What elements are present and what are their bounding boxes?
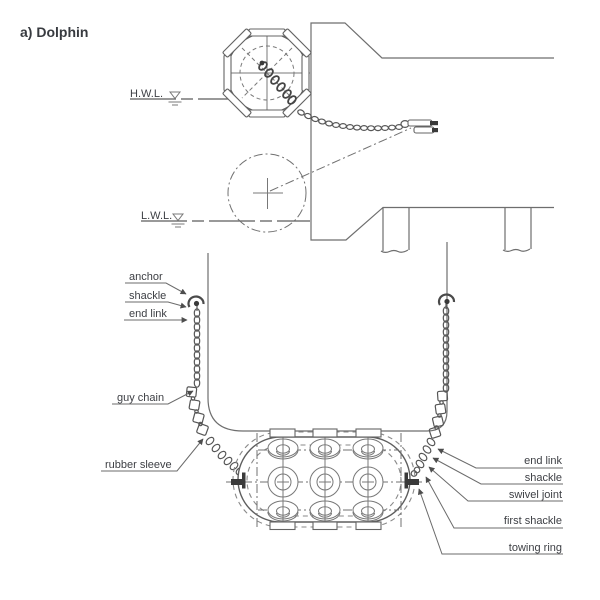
lwl-label: L.W.L.	[141, 210, 172, 222]
callout-first-shackle	[425, 476, 563, 529]
rubber-sleeve-label: rubber sleeve	[105, 459, 172, 471]
callout-shackle-left	[125, 301, 187, 309]
callout-swivel-joint	[428, 466, 563, 502]
wall-anchor-fitting	[400, 119, 438, 134]
fender-low-water-position	[227, 127, 412, 233]
callout-rubber-sleeve	[101, 438, 204, 472]
guy-chain-label: guy chain	[117, 392, 164, 404]
right-guy-chain	[410, 306, 450, 477]
left-anchor	[187, 295, 205, 311]
right-towing-ring-fitting	[404, 472, 419, 489]
internal-chain	[258, 60, 297, 105]
left-towing-ring-fitting	[231, 472, 246, 489]
anchor-label: anchor	[129, 271, 163, 283]
low-water-line	[141, 213, 310, 228]
end-link-right-label: end link	[524, 455, 562, 467]
wall-chain	[296, 108, 403, 132]
end-link-left-label: end link	[129, 308, 167, 320]
left-guy-chain	[185, 308, 254, 481]
fender-blocks	[269, 428, 382, 531]
high-water-line	[130, 91, 236, 106]
callout-anchor	[125, 282, 187, 295]
callout-towing-ring	[417, 488, 563, 555]
shackle-right-label: shackle	[525, 472, 562, 484]
hwl-label: H.W.L.	[130, 88, 163, 100]
dolphin-structure	[310, 22, 554, 253]
callout-end-link-right	[437, 448, 563, 469]
figure-title: a) Dolphin	[20, 24, 88, 40]
fender-cross-section	[222, 28, 312, 118]
floating-fender	[226, 428, 422, 531]
callout-guy-chain	[112, 390, 194, 405]
callout-shackle-right	[432, 457, 563, 485]
shackle-left-label: shackle	[129, 290, 166, 302]
structure-outline	[207, 242, 448, 432]
swivel-joint-label: swivel joint	[509, 489, 562, 501]
tire-ring	[222, 28, 312, 118]
first-shackle-label: first shackle	[504, 515, 562, 527]
towing-ring-label: towing ring	[509, 542, 562, 554]
